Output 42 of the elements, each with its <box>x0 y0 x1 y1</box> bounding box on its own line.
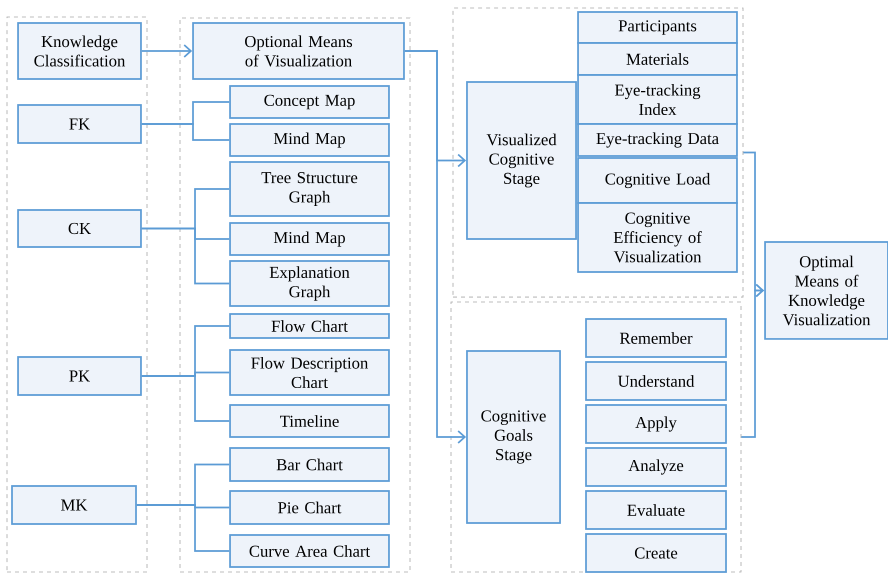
text-box: Concept Map <box>229 85 390 119</box>
connector <box>136 504 230 552</box>
text-box: CK <box>17 209 142 248</box>
text-box: Materials <box>577 42 738 76</box>
text-box: Tree Structure Graph <box>229 161 390 217</box>
connector <box>404 50 466 444</box>
connector <box>142 44 192 58</box>
text-box: Knowledge Classification <box>17 22 142 80</box>
text-box: Visualized Cognitive Stage <box>466 81 577 240</box>
text-box: Create <box>585 533 727 573</box>
text-box: Mind Map <box>229 222 390 256</box>
text-box: FK <box>17 104 142 144</box>
text-box: Flow Description Chart <box>229 349 390 396</box>
connector <box>142 123 230 141</box>
text-box: PK <box>17 356 142 396</box>
text-box: Eye-tracking Index <box>577 74 738 125</box>
connector <box>142 228 230 284</box>
text-box: Timeline <box>229 404 390 438</box>
text-box: Cognitive Efficiency of Visualization <box>577 202 738 273</box>
text-box: Cognitive Load <box>577 157 738 204</box>
text-box: Curve Area Chart <box>229 534 390 568</box>
text-box: Apply <box>585 404 727 444</box>
text-box: Flow Chart <box>229 313 390 339</box>
dashed-group-frame <box>6 16 148 572</box>
text-box: Participants <box>577 11 738 44</box>
connector <box>142 375 230 422</box>
text-box: Eye-tracking Data <box>577 123 738 157</box>
text-box: Optional Means of Visualization <box>192 22 405 80</box>
connector <box>741 284 764 438</box>
text-box: Remember <box>585 318 727 358</box>
text-box: MK <box>11 485 137 525</box>
text-box: Bar Chart <box>229 447 390 482</box>
text-box: Explanation Graph <box>229 260 390 307</box>
text-box: Understand <box>585 361 727 401</box>
dashed-group-frame <box>452 8 744 298</box>
text-box: Evaluate <box>585 490 727 530</box>
text-box: Analyze <box>585 447 727 487</box>
text-box: Pie Chart <box>229 490 390 525</box>
text-box: Cognitive Goals Stage <box>466 350 561 524</box>
dashed-group-frame <box>180 18 410 572</box>
text-box: Optimal Means of Knowledge Visualization <box>764 241 888 340</box>
text-box: Mind Map <box>229 123 390 157</box>
